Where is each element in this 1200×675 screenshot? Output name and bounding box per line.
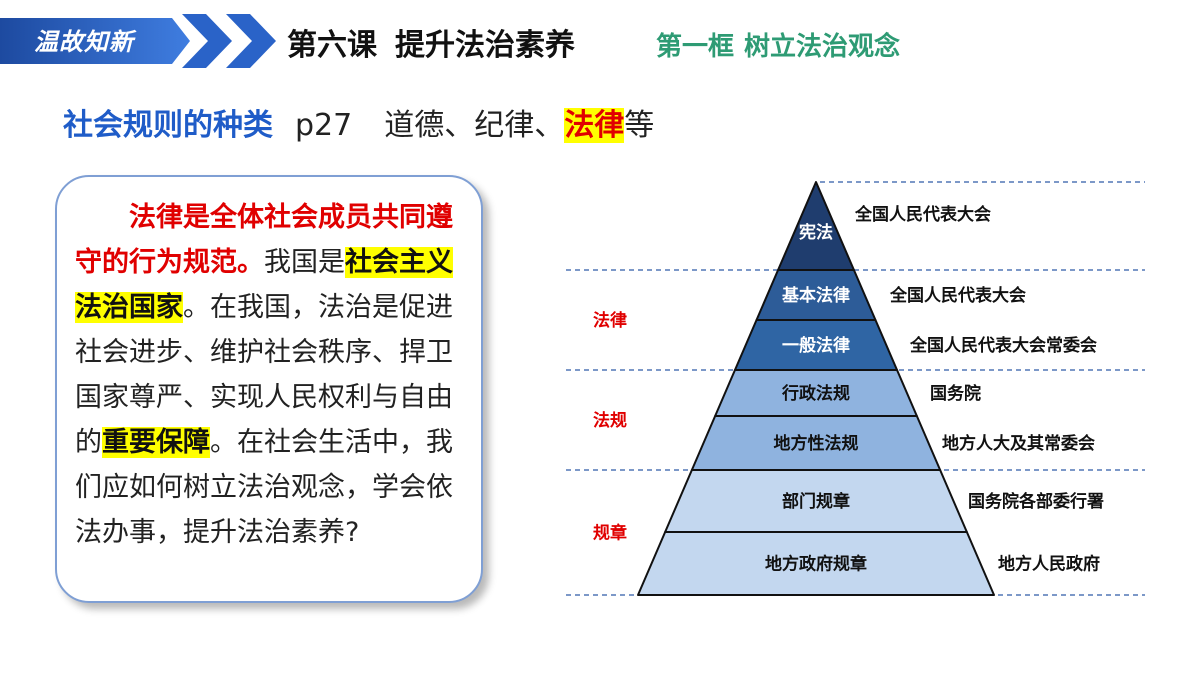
para-text-2: 。在我国，法治是促进社会进步、维护社会秩序、捍卫国家尊严、实现人民权利与自由的: [75, 292, 453, 458]
law-highlight: 法律: [564, 108, 625, 143]
tier-issuer-label: 国务院各部委行署: [968, 491, 1104, 512]
category-label: 法律: [593, 310, 627, 331]
tier-issuer-label: 全国人民代表大会: [889, 285, 1026, 306]
section-title: 第一框树立法治观念: [656, 26, 900, 63]
tier-issuer-label: 国务院: [930, 383, 981, 404]
banner-label: 温故知新: [34, 28, 134, 56]
chevron-right-icon: [226, 14, 276, 68]
tier-issuer-label: 全国人民代表大会常委会: [909, 335, 1097, 356]
review-banner: [0, 14, 276, 68]
tier-name-label: 地方政府规章: [765, 554, 867, 575]
lesson-title: 第六课提升法治素养: [287, 20, 575, 64]
law-definition-lead: 法律是全体社会成员共同遵守的行为规范。: [75, 202, 453, 278]
tier-issuer-label: 全国人民代表大会: [854, 204, 991, 225]
para-text-1: 我国是: [264, 247, 345, 278]
law-definition-box: 法律是全体社会成员共同遵守的行为规范。我国是社会主义法治国家。在我国，法治是促进…: [55, 175, 483, 603]
tier-name-label: 地方性法规: [774, 433, 859, 454]
section-number: 第一框: [656, 32, 735, 62]
kinds-prefix: 道德、纪律、: [384, 108, 565, 143]
law-definition-text: 法律是全体社会成员共同遵守的行为规范。我国是社会主义法治国家。在我国，法治是促进…: [75, 195, 467, 555]
tier-name-label: 部门规章: [782, 491, 850, 512]
tier-issuer-label: 地方人民政府: [998, 554, 1100, 575]
highlight-important-guarantee: 重要保障: [102, 427, 210, 458]
rules-kinds: 道德、纪律、法律等: [384, 108, 654, 143]
lesson-number: 第六课: [287, 28, 377, 63]
tier-name-label: 宪法: [799, 222, 833, 243]
tier-issuer-label: 地方人大及其常委会: [942, 433, 1095, 454]
tier-name-label: 行政法规: [781, 383, 850, 404]
tier-name-label: 基本法律: [781, 285, 850, 306]
category-label: 规章: [593, 523, 627, 544]
kinds-suffix: 等: [624, 108, 655, 143]
category-label: 法规: [593, 410, 627, 431]
rules-types-line: 社会规则的种类 p27 道德、纪律、法律等: [63, 100, 654, 144]
section-name: 树立法治观念: [744, 32, 901, 62]
para-text-3: 。在社会生活中，我们应如何树立法治观念，学会依法办事，提升法治素养?: [75, 427, 453, 548]
rules-heading: 社会规则的种类: [63, 108, 273, 143]
lesson-name: 提升法治素养: [395, 28, 575, 63]
tier-name-label: 一般法律: [782, 335, 850, 356]
pyramid-tier: [637, 531, 995, 596]
page-reference: p27: [295, 108, 353, 143]
chevron-right-icon: [182, 14, 232, 68]
legal-hierarchy-pyramid: 宪法全国人民代表大会基本法律全国人民代表大会一般法律全国人民代表大会常委会行政法…: [566, 181, 1145, 596]
